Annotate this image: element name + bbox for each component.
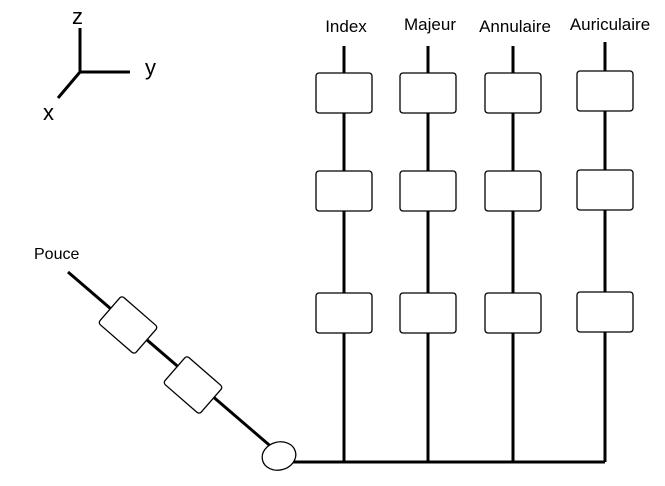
axes-triad: z y x bbox=[43, 4, 156, 125]
finger-majeur: Majeur bbox=[399, 15, 457, 462]
finger-annulaire-joint-proximal bbox=[484, 292, 542, 334]
thumb-bone bbox=[67, 270, 276, 452]
finger-annulaire: Annulaire bbox=[479, 17, 551, 462]
z-axis-label: z bbox=[72, 4, 83, 29]
thumb-joint-distal bbox=[98, 296, 158, 354]
finger-majeur-label: Majeur bbox=[404, 15, 456, 34]
finger-majeur-joint-proximal bbox=[399, 292, 457, 334]
x-axis-label: x bbox=[43, 100, 54, 125]
finger-auriculaire-label: Auriculaire bbox=[570, 15, 650, 34]
finger-annulaire-joint-middle bbox=[484, 170, 542, 212]
thumb: Pouce bbox=[34, 246, 297, 471]
thumb-base-joint bbox=[261, 441, 297, 471]
finger-index: Index bbox=[315, 17, 373, 462]
finger-index-label: Index bbox=[325, 17, 367, 36]
finger-annulaire-label: Annulaire bbox=[479, 17, 551, 36]
finger-index-joint-proximal bbox=[315, 292, 373, 334]
thumb-label: Pouce bbox=[34, 246, 79, 263]
finger-majeur-joint-middle bbox=[399, 170, 457, 212]
finger-auriculaire-joint-middle bbox=[576, 169, 634, 211]
thumb-joint-proximal bbox=[163, 356, 223, 414]
finger-auriculaire-joint-proximal bbox=[576, 291, 634, 333]
finger-auriculaire-joint-distal bbox=[576, 70, 634, 112]
finger-auriculaire: Auriculaire bbox=[570, 15, 650, 462]
x-axis-line bbox=[56, 71, 82, 99]
finger-annulaire-joint-distal bbox=[484, 72, 542, 114]
finger-majeur-joint-distal bbox=[399, 72, 457, 114]
y-axis-label: y bbox=[145, 55, 156, 80]
finger-index-joint-distal bbox=[315, 72, 373, 114]
finger-index-joint-middle bbox=[315, 170, 373, 212]
